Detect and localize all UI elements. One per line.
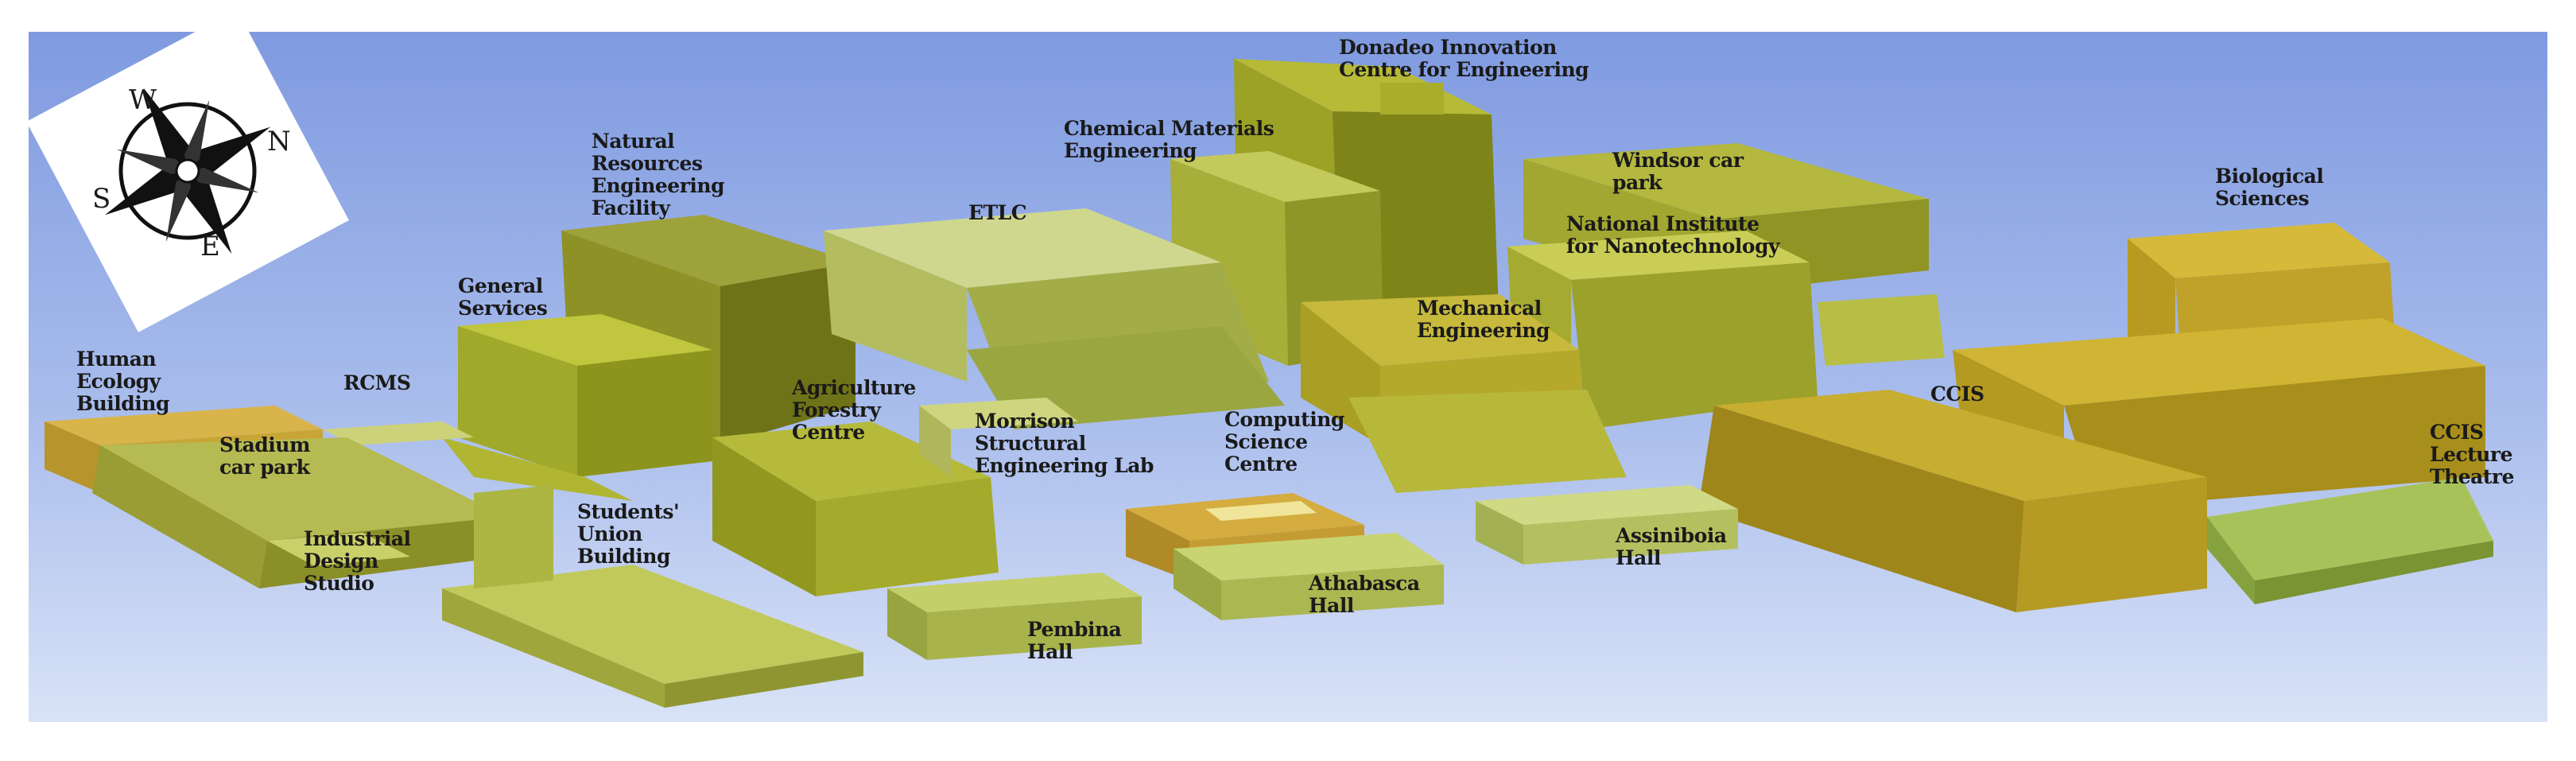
compass-label-n: N	[267, 126, 291, 157]
label-computing: Computing Science Centre	[1224, 408, 1344, 476]
building-mechanical	[1301, 294, 1627, 493]
building-etlc	[824, 208, 1285, 429]
label-ccis-lecture: CCIS Lecture Theatre	[2430, 421, 2515, 488]
campus-3d-map: N E S W Donadeo Innovation Centre for En…	[29, 32, 2547, 722]
building-industrial	[267, 533, 410, 566]
compass-rose-card	[29, 32, 349, 332]
building-ccis	[1698, 390, 2207, 612]
label-athabasca: Athabasca Hall	[1309, 572, 1420, 617]
compass-label-e: E	[200, 231, 220, 262]
label-assiniboia: Assiniboia Hall	[1616, 524, 1727, 569]
label-stadium: Stadium car park	[219, 433, 310, 479]
campus-model-render	[29, 32, 2547, 722]
label-ccis: CCIS	[1930, 382, 1984, 406]
label-morrison: Morrison Structural Engineering Lab	[975, 410, 1154, 477]
label-industrial: Industrial Design Studio	[304, 527, 411, 595]
building-pembina	[887, 573, 1142, 660]
label-donadeo: Donadeo Innovation Centre for Engineerin…	[1339, 36, 1589, 81]
label-general-services: General Services	[458, 274, 548, 320]
label-natural-resources: Natural Resources Engineering Facility	[592, 130, 725, 219]
label-agriculture: Agriculture Forestry Centre	[792, 376, 916, 444]
label-mechanical: Mechanical Engineering	[1417, 297, 1550, 342]
label-nanotech: National Institute for Nanotechnology	[1566, 212, 1780, 258]
label-chemical: Chemical Materials Engineering	[1064, 117, 1274, 162]
label-windsor: Windsor car park	[1612, 149, 1744, 194]
compass-needle-north	[143, 87, 194, 171]
compass-label-s: S	[92, 183, 111, 215]
label-pembina: Pembina Hall	[1027, 618, 1122, 663]
building-athabasca	[1174, 533, 1444, 620]
label-rcms: RCMS	[343, 371, 411, 394]
building-general-services	[442, 314, 712, 501]
label-students-union: Students' Union Building	[577, 500, 680, 568]
building-students-union	[442, 485, 863, 708]
building-rcms	[323, 421, 474, 445]
compass-label-w: W	[129, 84, 157, 116]
label-biological: Biological Sciences	[2215, 165, 2324, 210]
building-assiniboia	[1476, 485, 1738, 565]
label-human-ecology: Human Ecology Building	[76, 347, 169, 415]
building-agriculture	[712, 421, 999, 596]
building-ccis-lecture	[2207, 477, 2493, 604]
building-morrison	[919, 398, 1078, 477]
label-etlc: ETLC	[968, 201, 1027, 224]
